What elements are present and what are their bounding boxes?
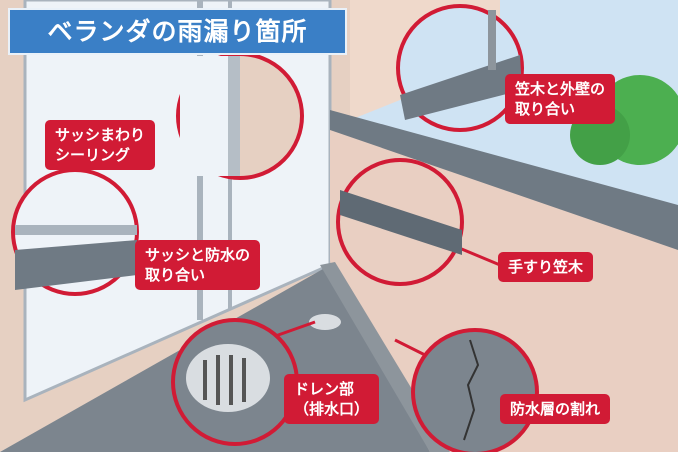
- label-line: （排水口）: [294, 400, 370, 418]
- label-line: 取り合い: [515, 100, 576, 118]
- zoom-circle-sash-waterproof: [11, 168, 139, 296]
- handrail-coping: [330, 110, 678, 250]
- zoom-circle-crack: [411, 328, 539, 452]
- label-waterproof-crack: 防水層の割れ: [500, 394, 611, 424]
- label-coping-wall-junction: 笠木と外壁の 取り合い: [505, 74, 616, 124]
- drain-small: [309, 314, 341, 330]
- label-line: シーリング: [55, 146, 131, 164]
- zoom-circle-sash-sealing: [176, 52, 304, 180]
- label-line: サッシまわり: [55, 126, 146, 144]
- label-sash-waterproof-junction: サッシと防水の 取り合い: [135, 240, 261, 290]
- label-drain: ドレン部 （排水口）: [284, 374, 380, 424]
- zoom-circle-coping-wall: [396, 4, 524, 132]
- label-line: ドレン部: [294, 380, 355, 398]
- label-line: 手すり笠木: [508, 258, 584, 276]
- label-line: サッシと防水の: [145, 246, 251, 264]
- label-handrail-coping: 手すり笠木: [498, 252, 594, 282]
- label-line: 笠木と外壁の: [515, 80, 606, 98]
- zoom-circle-handrail: [336, 158, 464, 286]
- zoom-circle-drain: [171, 318, 299, 446]
- label-line: 取り合い: [145, 266, 206, 284]
- label-sash-sealing: サッシまわり シーリング: [45, 120, 156, 170]
- label-line: 防水層の割れ: [510, 400, 601, 418]
- page-title: ベランダの雨漏り箇所: [8, 8, 347, 55]
